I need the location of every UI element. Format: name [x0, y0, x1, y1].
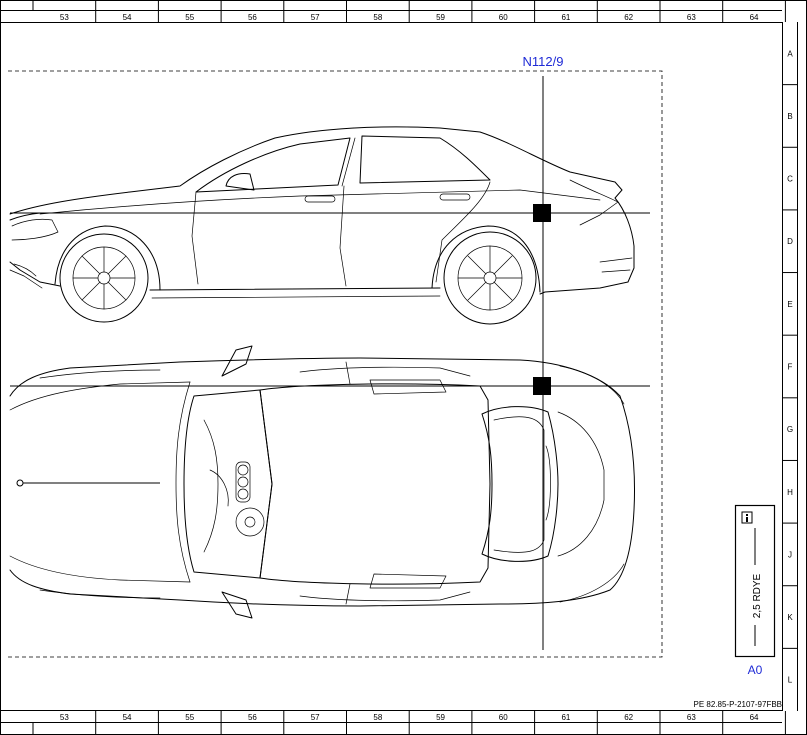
info-icon[interactable]	[741, 511, 753, 524]
row-label-E: E	[787, 300, 792, 309]
row-label-L: L	[788, 676, 793, 685]
top-col-63: 63	[687, 13, 696, 22]
row-label-G: G	[787, 425, 793, 434]
row-label-A: A	[787, 49, 793, 58]
bottom-col-56: 56	[248, 713, 257, 722]
component-marker-top[interactable]	[533, 377, 551, 395]
top-col-62: 62	[624, 13, 633, 22]
bottom-col-53: 53	[60, 713, 69, 722]
wire-spec-text: 2,5 RDYE	[752, 573, 763, 618]
top-col-60: 60	[499, 13, 508, 22]
top-col-55: 55	[185, 13, 194, 22]
top-col-59: 59	[436, 13, 445, 22]
bottom-col-57: 57	[311, 713, 320, 722]
wire-legend: 2,5 RDYE	[734, 504, 776, 658]
top-col-56: 56	[248, 13, 257, 22]
bottom-column-ruler	[0, 710, 782, 723]
bottom-col-59: 59	[436, 713, 445, 722]
component-marker-side[interactable]	[533, 204, 551, 222]
bottom-col-60: 60	[499, 713, 508, 722]
bottom-col-63: 63	[687, 713, 696, 722]
row-label-H: H	[787, 488, 793, 497]
row-label-K: K	[787, 613, 793, 622]
row-label-B: B	[787, 112, 792, 121]
connector-label: A0	[748, 663, 763, 677]
bottom-col-62: 62	[624, 713, 633, 722]
row-label-F: F	[788, 363, 793, 372]
row-label-J: J	[788, 550, 792, 559]
top-col-57: 57	[311, 13, 320, 22]
bottom-col-58: 58	[373, 713, 382, 722]
top-col-64: 64	[750, 13, 759, 22]
view-dashed-frame	[8, 70, 663, 658]
row-label-C: C	[787, 175, 793, 184]
right-row-ruler	[782, 22, 798, 711]
bottom-col-61: 61	[561, 713, 570, 722]
top-col-54: 54	[123, 13, 132, 22]
car-top-view	[9, 345, 635, 619]
top-column-ruler	[0, 10, 782, 23]
bottom-col-54: 54	[123, 713, 132, 722]
top-col-58: 58	[373, 13, 382, 22]
row-label-D: D	[787, 237, 793, 246]
top-col-53: 53	[60, 13, 69, 22]
component-label: N112/9	[523, 54, 564, 69]
bottom-col-55: 55	[185, 713, 194, 722]
top-col-61: 61	[561, 13, 570, 22]
bottom-col-64: 64	[750, 713, 759, 722]
document-code: PE 82.85-P-2107-97FBB	[694, 700, 783, 709]
